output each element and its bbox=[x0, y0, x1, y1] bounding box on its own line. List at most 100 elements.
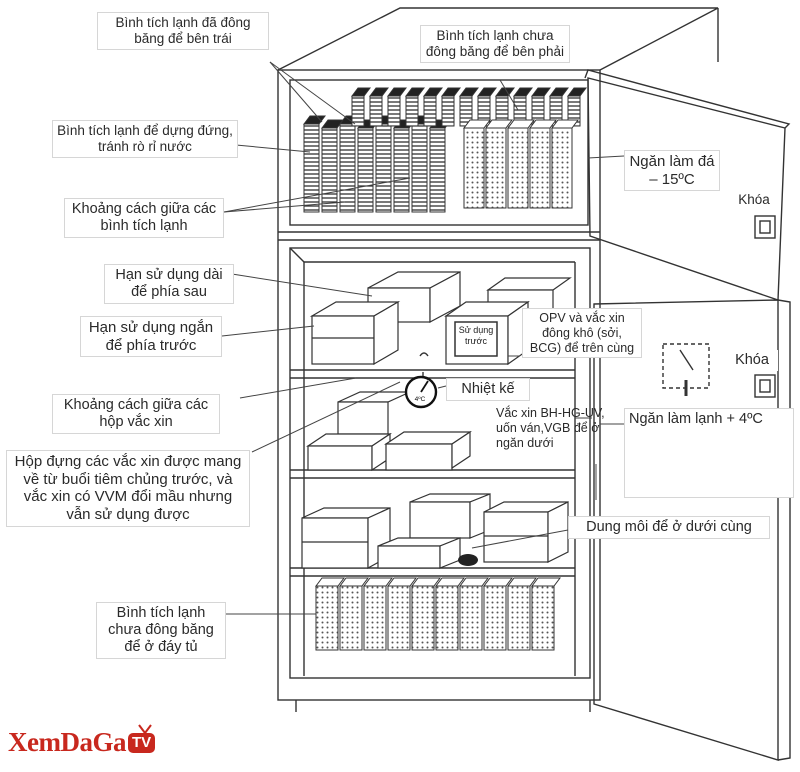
bottom-ice-pack bbox=[411, 585, 435, 651]
bottom-ice-pack-top bbox=[315, 577, 345, 587]
frozen-ice-pack-back-top bbox=[459, 87, 479, 97]
bottom-ice-pack bbox=[483, 585, 507, 651]
bottom-ice-pack bbox=[387, 585, 411, 651]
diluent-bottle bbox=[458, 554, 478, 566]
frozen-ice-pack-top bbox=[303, 115, 326, 125]
bottom-ice-pack-top bbox=[363, 577, 393, 587]
frozen-ice-pack-back bbox=[369, 95, 383, 127]
brand-logo: XemDaGa TV bbox=[8, 722, 156, 762]
bottom-ice-pack bbox=[507, 585, 531, 651]
bottom-ice-pack bbox=[339, 585, 363, 651]
frozen-ice-pack-back-top bbox=[567, 87, 587, 97]
frozen-ice-pack-back-top bbox=[477, 87, 497, 97]
bottom-ice-pack bbox=[315, 585, 339, 651]
bottom-ice-pack-top bbox=[531, 577, 561, 587]
frozen-ice-pack-back-top bbox=[405, 87, 425, 97]
unfrozen-ice-pack bbox=[551, 127, 573, 209]
label-lock-bottom: Khóa bbox=[726, 350, 778, 372]
bottom-ice-pack bbox=[531, 585, 555, 651]
vaccine-box-low-1 bbox=[301, 507, 391, 570]
bottom-ice-pack bbox=[363, 585, 387, 651]
label-spacing-packs: Khoảng cách giữa các bình tích lạnh bbox=[64, 198, 224, 239]
unfrozen-ice-pack bbox=[529, 127, 551, 209]
bottom-ice-pack-top bbox=[483, 577, 513, 587]
antenna-icon bbox=[138, 724, 152, 734]
frozen-ice-pack bbox=[321, 127, 338, 213]
unfrozen-ice-pack-top bbox=[529, 119, 557, 129]
bottom-ice-pack-top bbox=[339, 577, 369, 587]
tv-badge-text: TV bbox=[131, 734, 152, 751]
fridge-top bbox=[277, 7, 719, 71]
frozen-ice-pack bbox=[375, 123, 392, 213]
frozen-ice-pack-back-top bbox=[441, 87, 461, 97]
label-lock-top: Khóa bbox=[730, 190, 778, 210]
unfrozen-ice-pack-top bbox=[551, 119, 579, 129]
label-frozen-left: Bình tích lạnh đã đông băng để bên trái bbox=[97, 12, 269, 50]
label-thermometer: Nhiệt kế bbox=[446, 378, 530, 402]
label-upright: Bình tích lạnh để dựng đứng, tránh rò rỉ… bbox=[52, 120, 238, 158]
vaccine-box-front-left bbox=[309, 300, 401, 366]
vaccine-box-low-4 bbox=[377, 537, 461, 569]
unfrozen-ice-pack-top bbox=[463, 119, 491, 129]
bottom-ice-pack-top bbox=[387, 577, 417, 587]
fridge-body bbox=[277, 69, 601, 701]
thermometer-reading: 4ºC bbox=[415, 396, 426, 403]
leader-lines bbox=[221, 61, 625, 615]
frozen-ice-pack-back-top bbox=[531, 87, 551, 97]
bottom-ice-pack-top bbox=[507, 577, 537, 587]
tv-badge: TV bbox=[127, 724, 156, 753]
frozen-ice-pack bbox=[357, 127, 374, 213]
bottom-ice-pack-top bbox=[459, 577, 489, 587]
bottom-ice-pack-top bbox=[435, 577, 465, 587]
label-ice-compartment: Ngăn làm đá – 15ºC bbox=[624, 150, 720, 192]
frozen-ice-pack-back-top bbox=[513, 87, 533, 97]
frozen-ice-pack-back bbox=[405, 95, 419, 127]
vaccine-box-mid-2 bbox=[306, 432, 392, 472]
label-short-expiry: Hạn sử dụng ngắn để phía trước bbox=[80, 316, 222, 358]
label-spacing-boxes: Khoảng cách giữa các hộp vắc xin bbox=[52, 394, 220, 435]
brand-name: XemDaGa bbox=[8, 726, 126, 757]
bottom-ice-pack bbox=[459, 585, 483, 651]
frozen-ice-pack-back-top bbox=[495, 87, 515, 97]
label-unfrozen-right: Bình tích lạnh chưa đông băng để bên phả… bbox=[420, 25, 570, 63]
label-long-expiry: Hạn sử dụng dài để phía sau bbox=[104, 264, 234, 305]
unfrozen-ice-pack bbox=[485, 127, 507, 209]
fridge-lock-square bbox=[754, 374, 776, 398]
fridge-inner bbox=[289, 247, 591, 679]
frozen-ice-pack bbox=[393, 127, 410, 213]
frozen-ice-pack-back-top bbox=[387, 87, 407, 97]
vaccine-box-low-2 bbox=[409, 493, 491, 539]
unfrozen-ice-pack bbox=[463, 127, 485, 209]
label-cold-compartment: Ngăn làm lạnh + 4ºC bbox=[624, 408, 794, 498]
label-unfrozen-bottom: Bình tích lạnh chưa đông băng để ở đáy t… bbox=[96, 602, 226, 660]
unfrozen-ice-pack bbox=[507, 127, 529, 209]
frozen-ice-pack-back-top bbox=[369, 87, 389, 97]
frozen-ice-pack-back bbox=[423, 95, 437, 127]
frozen-ice-pack-back bbox=[387, 95, 401, 127]
vaccine-box-mid-3 bbox=[384, 430, 472, 471]
frozen-ice-pack bbox=[411, 123, 428, 213]
frozen-ice-pack bbox=[303, 123, 320, 213]
unfrozen-ice-pack-top bbox=[507, 119, 535, 129]
label-dtp: Vắc xin BH-HG-UV, uốn ván,VGB để ở ngăn … bbox=[496, 406, 605, 450]
frozen-ice-pack-back-top bbox=[549, 87, 569, 97]
frozen-ice-pack-back-top bbox=[423, 87, 443, 97]
frozen-ice-pack bbox=[429, 127, 446, 213]
vaccine-box-low-3 bbox=[483, 501, 569, 563]
frozen-ice-pack-back-top bbox=[351, 87, 371, 97]
unfrozen-ice-packs bbox=[463, 119, 579, 209]
freezer-inner bbox=[289, 79, 589, 226]
label-returned: Hộp đựng các vắc xin được mang về từ buổ… bbox=[6, 450, 250, 527]
frozen-ice-pack-back bbox=[441, 95, 455, 127]
bottom-ice-packs bbox=[315, 577, 561, 651]
thermometer-dial: 4ºC bbox=[404, 352, 438, 409]
label-diluent: Dung môi để ở dưới cùng bbox=[568, 516, 770, 540]
vaccine-box-mid-1 bbox=[337, 391, 411, 435]
bottom-ice-pack bbox=[435, 585, 459, 651]
freezer-lock-square bbox=[754, 215, 776, 239]
bottom-ice-pack-top bbox=[411, 577, 441, 587]
unfrozen-ice-pack-top bbox=[485, 119, 513, 129]
